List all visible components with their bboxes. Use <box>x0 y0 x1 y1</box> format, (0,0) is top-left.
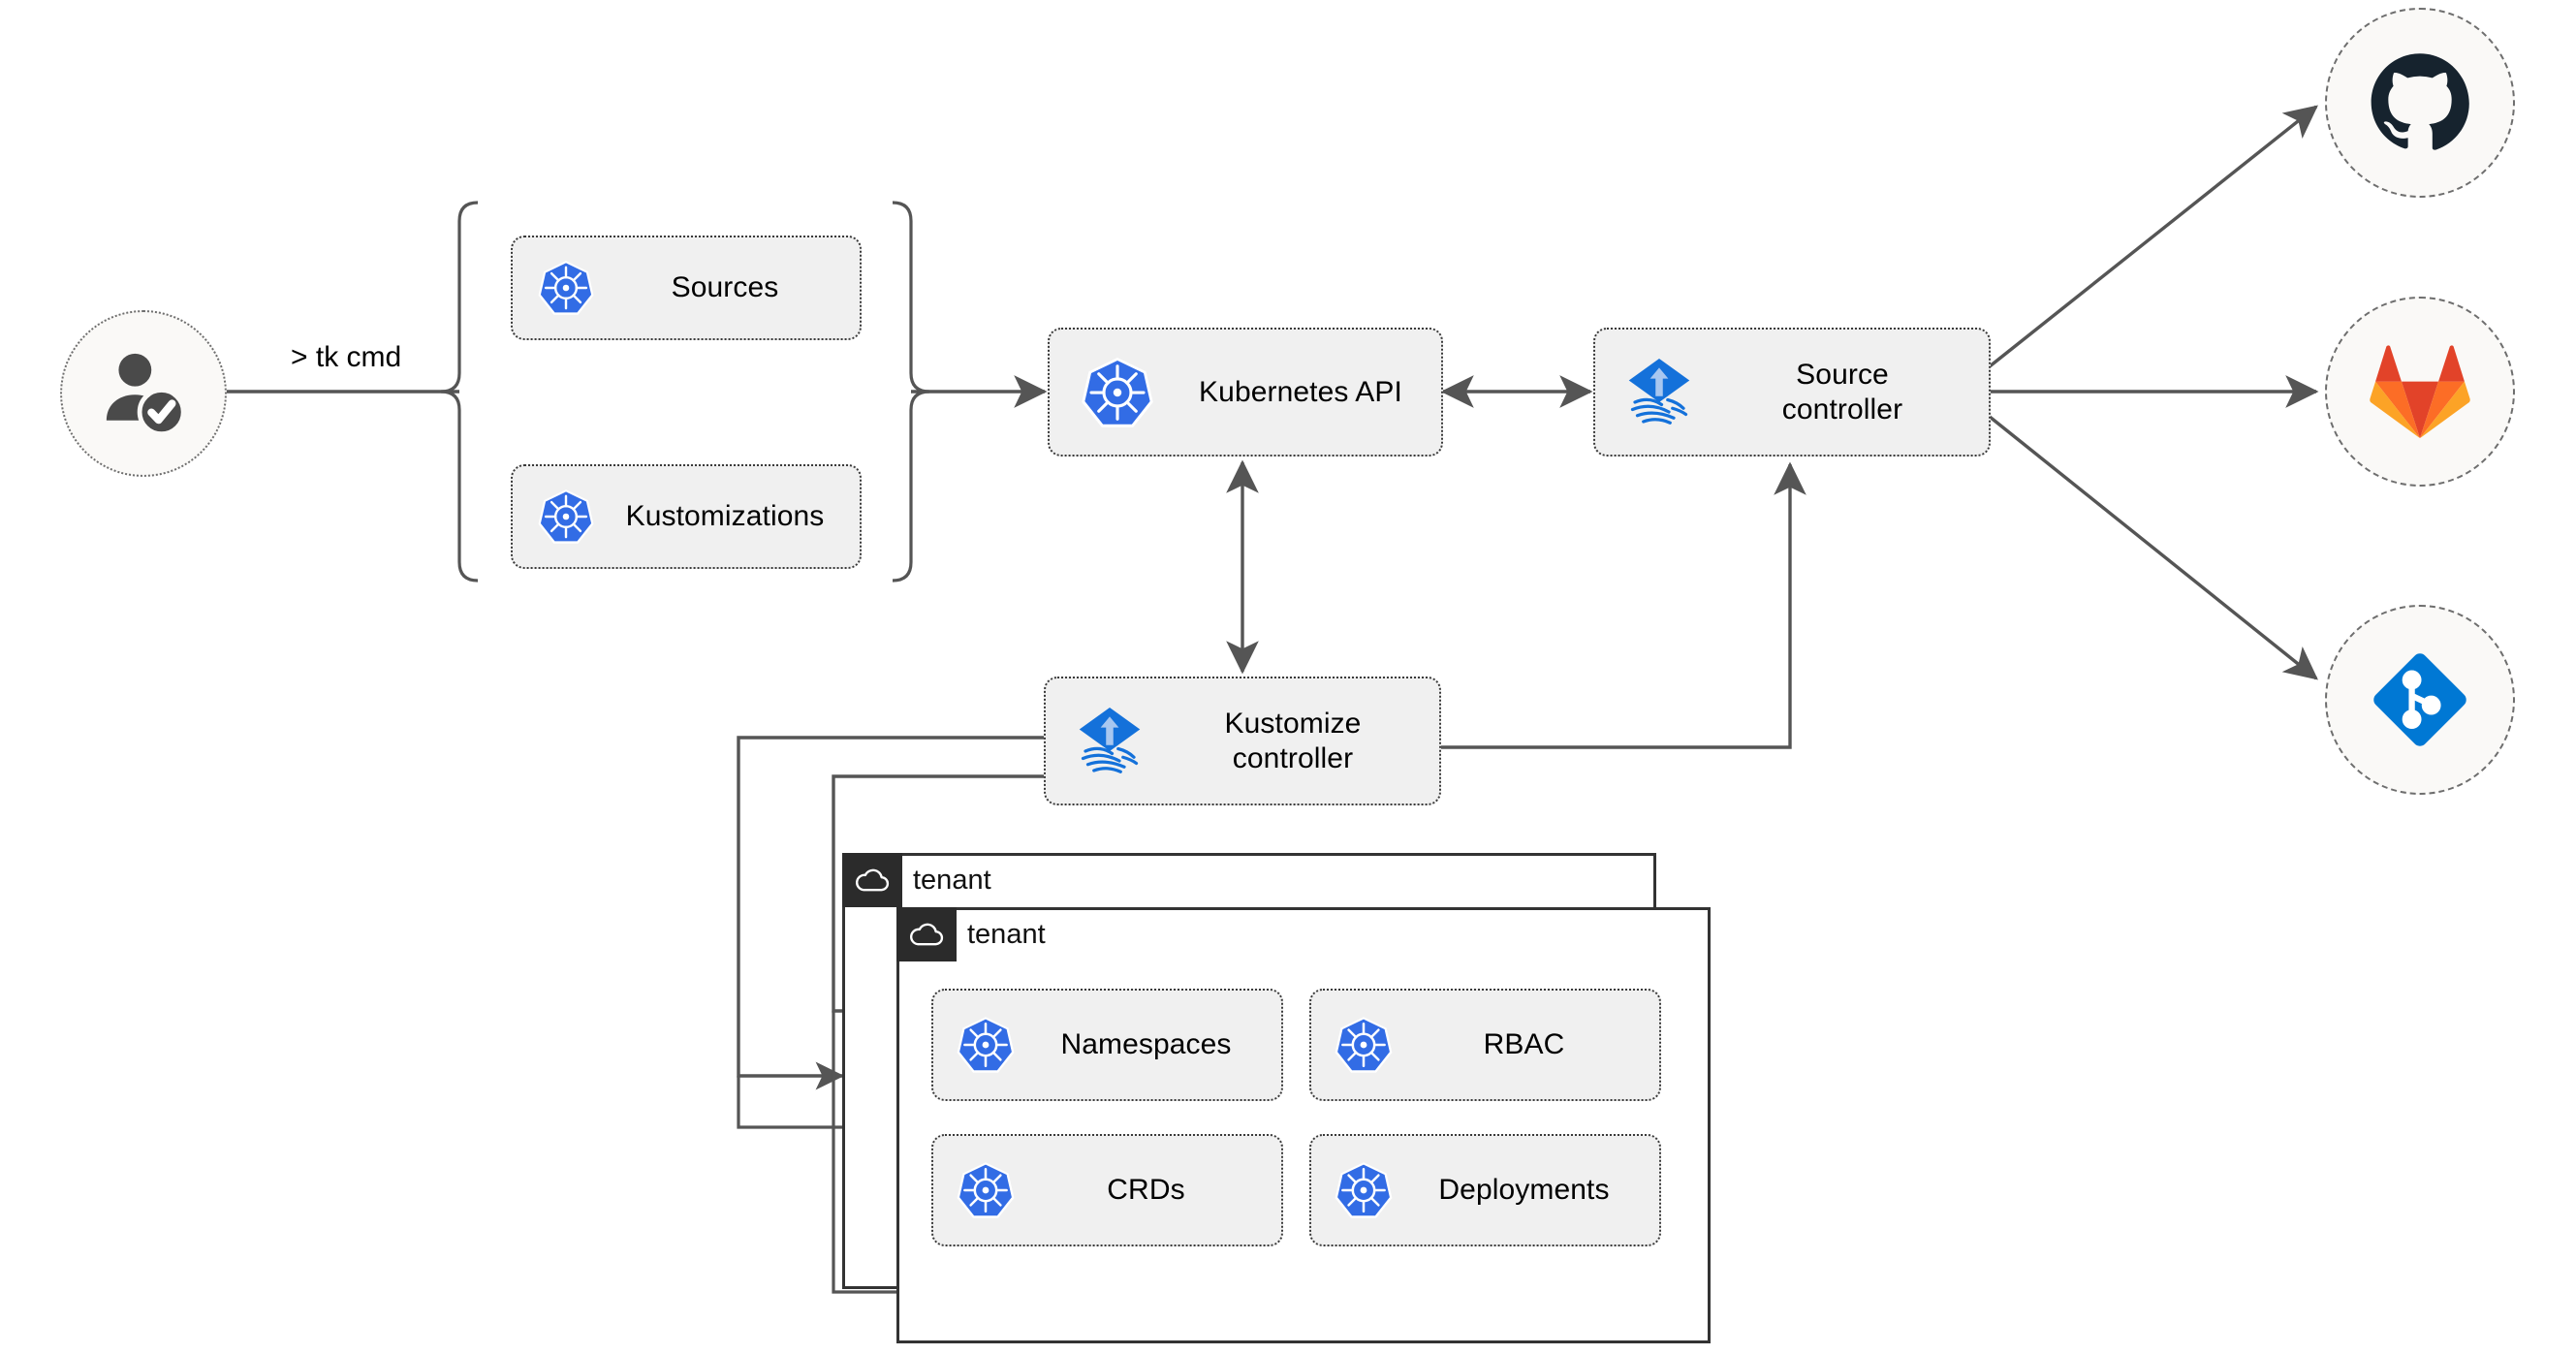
node-kustomize-controller[interactable]: Kustomize controller <box>1044 677 1441 805</box>
left-curly-brace <box>440 201 479 583</box>
wire-kustomize-to-source <box>1441 461 1806 749</box>
provider-azure-repos[interactable] <box>2325 605 2515 795</box>
resource-card-label: Kustomizations <box>625 500 825 533</box>
user-check-icon <box>106 353 186 436</box>
tenant-resource-namespaces[interactable]: Namespaces <box>931 989 1283 1101</box>
verified-user-actor[interactable] <box>60 310 227 477</box>
tenant-resource-label: Deployments <box>1438 1174 1610 1207</box>
cloud-tab <box>896 907 957 961</box>
right-curly-brace <box>892 201 930 583</box>
node-label: Kubernetes API <box>1199 375 1402 408</box>
resource-card-sources[interactable]: Sources <box>511 236 862 340</box>
node-label-line2: controller <box>1781 393 1903 425</box>
kubernetes-icon <box>536 487 596 547</box>
flux-icon <box>1620 354 1698 431</box>
tenant-resource-label: RBAC <box>1483 1028 1565 1061</box>
git-diamond-icon <box>2373 653 2466 746</box>
provider-gitlab[interactable] <box>2325 297 2515 487</box>
tenant-title: tenant <box>967 918 1046 950</box>
kubernetes-icon <box>1333 1014 1395 1076</box>
cloud-icon <box>909 923 944 946</box>
node-label-line2: controller <box>1232 741 1354 774</box>
tenant-resource-rbac[interactable]: RBAC <box>1309 989 1661 1101</box>
tenant-resource-deployments[interactable]: Deployments <box>1309 1134 1661 1246</box>
cloud-icon <box>855 868 890 892</box>
kubernetes-icon <box>955 1014 1017 1076</box>
wire-source-to-github <box>1988 105 2318 368</box>
node-label-line1: Kustomize <box>1224 708 1362 741</box>
kubernetes-icon <box>1079 354 1156 431</box>
github-icon <box>2371 53 2469 150</box>
resource-card-label: Sources <box>671 271 779 304</box>
node-label: Kustomize controller <box>1148 707 1439 775</box>
node-label-line1: Source <box>1796 359 1889 392</box>
tenant-resource-label: Namespaces <box>1060 1028 1232 1061</box>
tenant-resource-crds[interactable]: CRDs <box>931 1134 1283 1246</box>
node-label: Source controller <box>1698 358 1989 426</box>
tenant-container-inner[interactable]: tenant <box>896 907 1711 1343</box>
command-label: > tk cmd <box>291 341 402 373</box>
cloud-tab <box>842 853 902 907</box>
kubernetes-icon <box>955 1159 1017 1221</box>
node-source-controller[interactable]: Source controller <box>1593 328 1991 457</box>
flux-icon <box>1071 703 1148 780</box>
tenant-resource-label: CRDs <box>1107 1174 1185 1207</box>
resource-card-kustomizations[interactable]: Kustomizations <box>511 464 862 569</box>
node-kubernetes-api[interactable]: Kubernetes API <box>1048 328 1443 457</box>
kubernetes-icon <box>1333 1159 1395 1221</box>
tenant-title: tenant <box>913 864 991 896</box>
wire-source-to-azure <box>1988 415 2318 680</box>
gitlab-icon <box>2370 345 2470 439</box>
provider-github[interactable] <box>2325 8 2515 198</box>
kubernetes-icon <box>536 258 596 318</box>
